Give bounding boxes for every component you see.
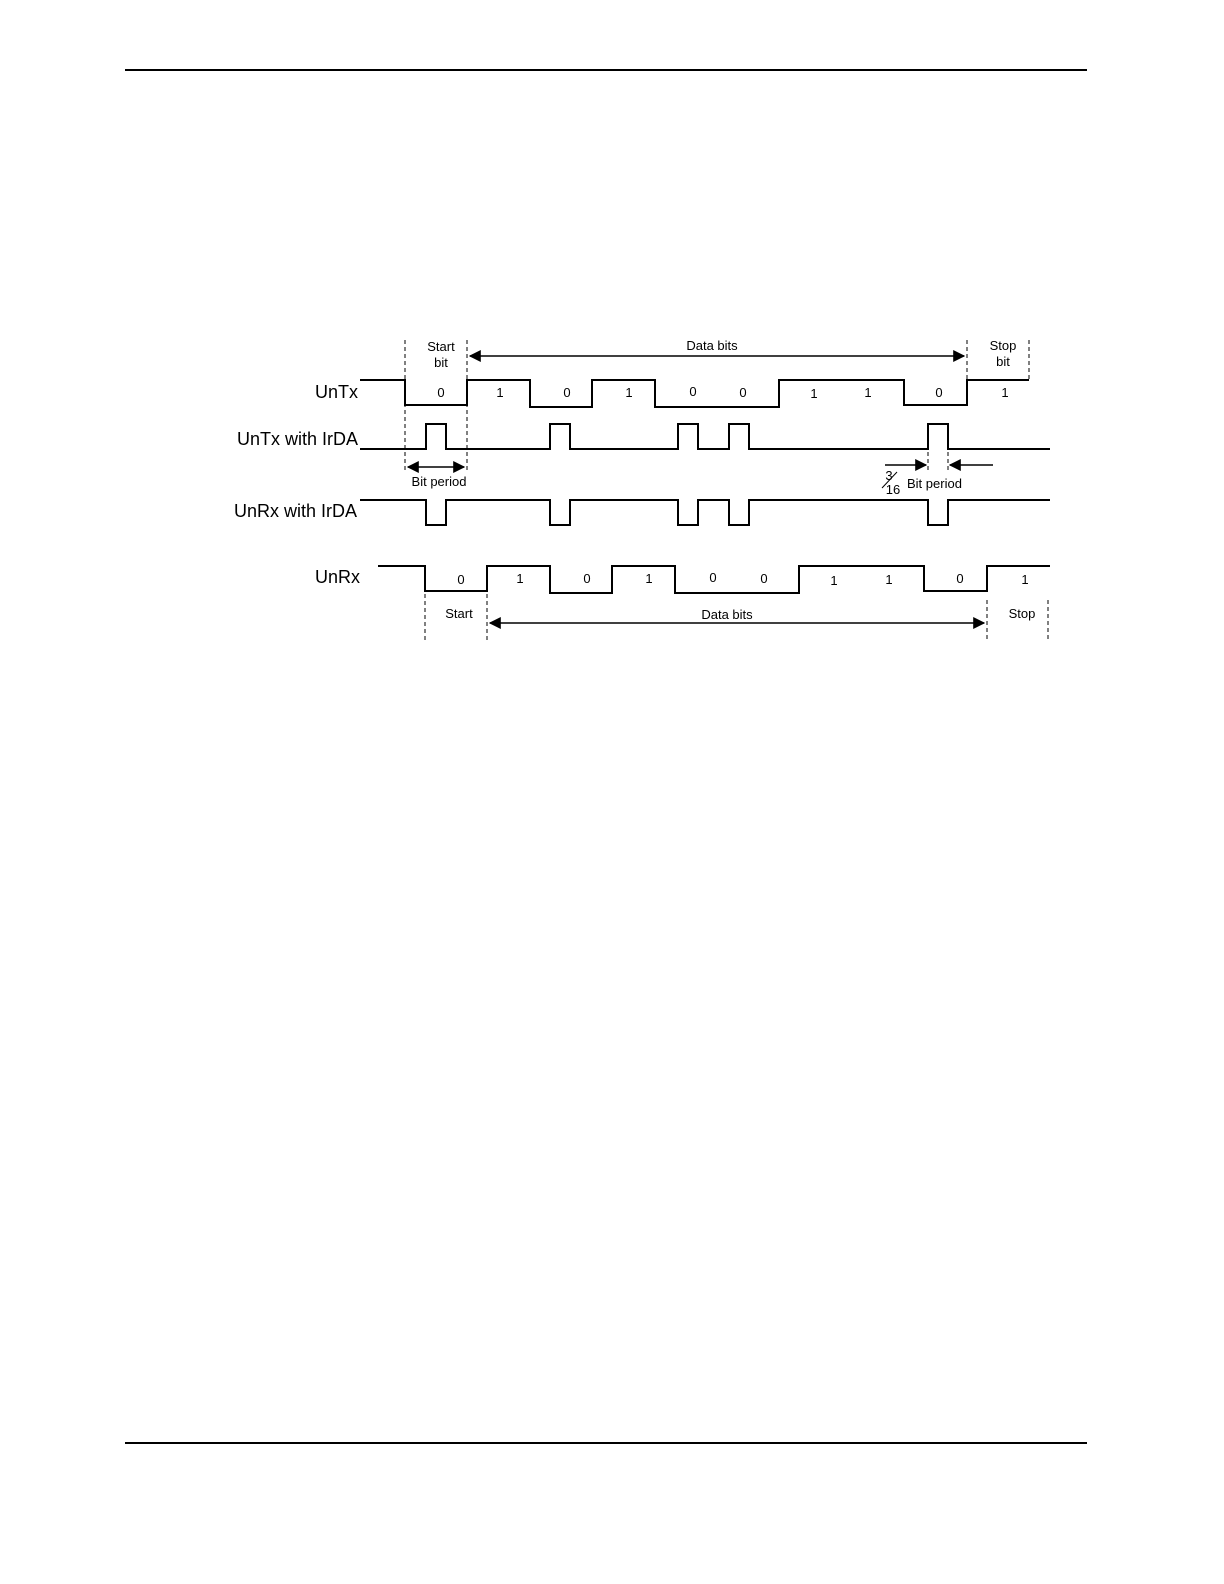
rx-start-label: Start — [445, 606, 473, 621]
rx-bit-4: 0 — [709, 570, 716, 585]
tx-bit-3: 1 — [625, 385, 632, 400]
fraction-denominator: 16 — [886, 482, 900, 497]
row-label-untx: UnTx — [315, 382, 358, 402]
tx-bit-5: 0 — [739, 385, 746, 400]
tx-stop-label-2: bit — [996, 354, 1010, 369]
rx-bit-3: 1 — [645, 571, 652, 586]
rx-data-bits-label: Data bits — [701, 607, 753, 622]
tx-bit-7: 1 — [864, 385, 871, 400]
tx-start-label-1: Start — [427, 339, 455, 354]
row-label-untx-irda: UnTx with IrDA — [237, 429, 358, 449]
tx-start-label-2: bit — [434, 355, 448, 370]
rx-bit-2: 0 — [583, 571, 590, 586]
bit-period-label: Bit period — [412, 474, 467, 489]
row-label-unrx-irda: UnRx with IrDA — [234, 501, 357, 521]
tx-stop-label-1: Stop — [990, 338, 1017, 353]
rx-bit-7: 1 — [885, 572, 892, 587]
rx-bit-8: 0 — [956, 571, 963, 586]
tx-data-bits-label: Data bits — [686, 338, 738, 353]
rx-bit-0: 0 — [457, 572, 464, 587]
tx-bit-8: 0 — [935, 385, 942, 400]
untx-irda-waveform — [360, 424, 1050, 449]
tx-bit-2: 0 — [563, 385, 570, 400]
rx-bit-1: 1 — [516, 571, 523, 586]
rx-bit-9: 1 — [1021, 572, 1028, 587]
pulse-period-label: Bit period — [907, 476, 962, 491]
tx-bit-0: 0 — [437, 385, 444, 400]
rx-bit-6: 1 — [830, 573, 837, 588]
rx-bit-5: 0 — [760, 571, 767, 586]
tx-bit-4: 0 — [689, 384, 696, 399]
rx-stop-label: Stop — [1009, 606, 1036, 621]
unrx-irda-waveform — [360, 500, 1050, 525]
row-label-unrx: UnRx — [315, 567, 360, 587]
tx-bit-9: 1 — [1001, 385, 1008, 400]
tx-bit-1: 1 — [496, 385, 503, 400]
tx-bit-6: 1 — [810, 386, 817, 401]
